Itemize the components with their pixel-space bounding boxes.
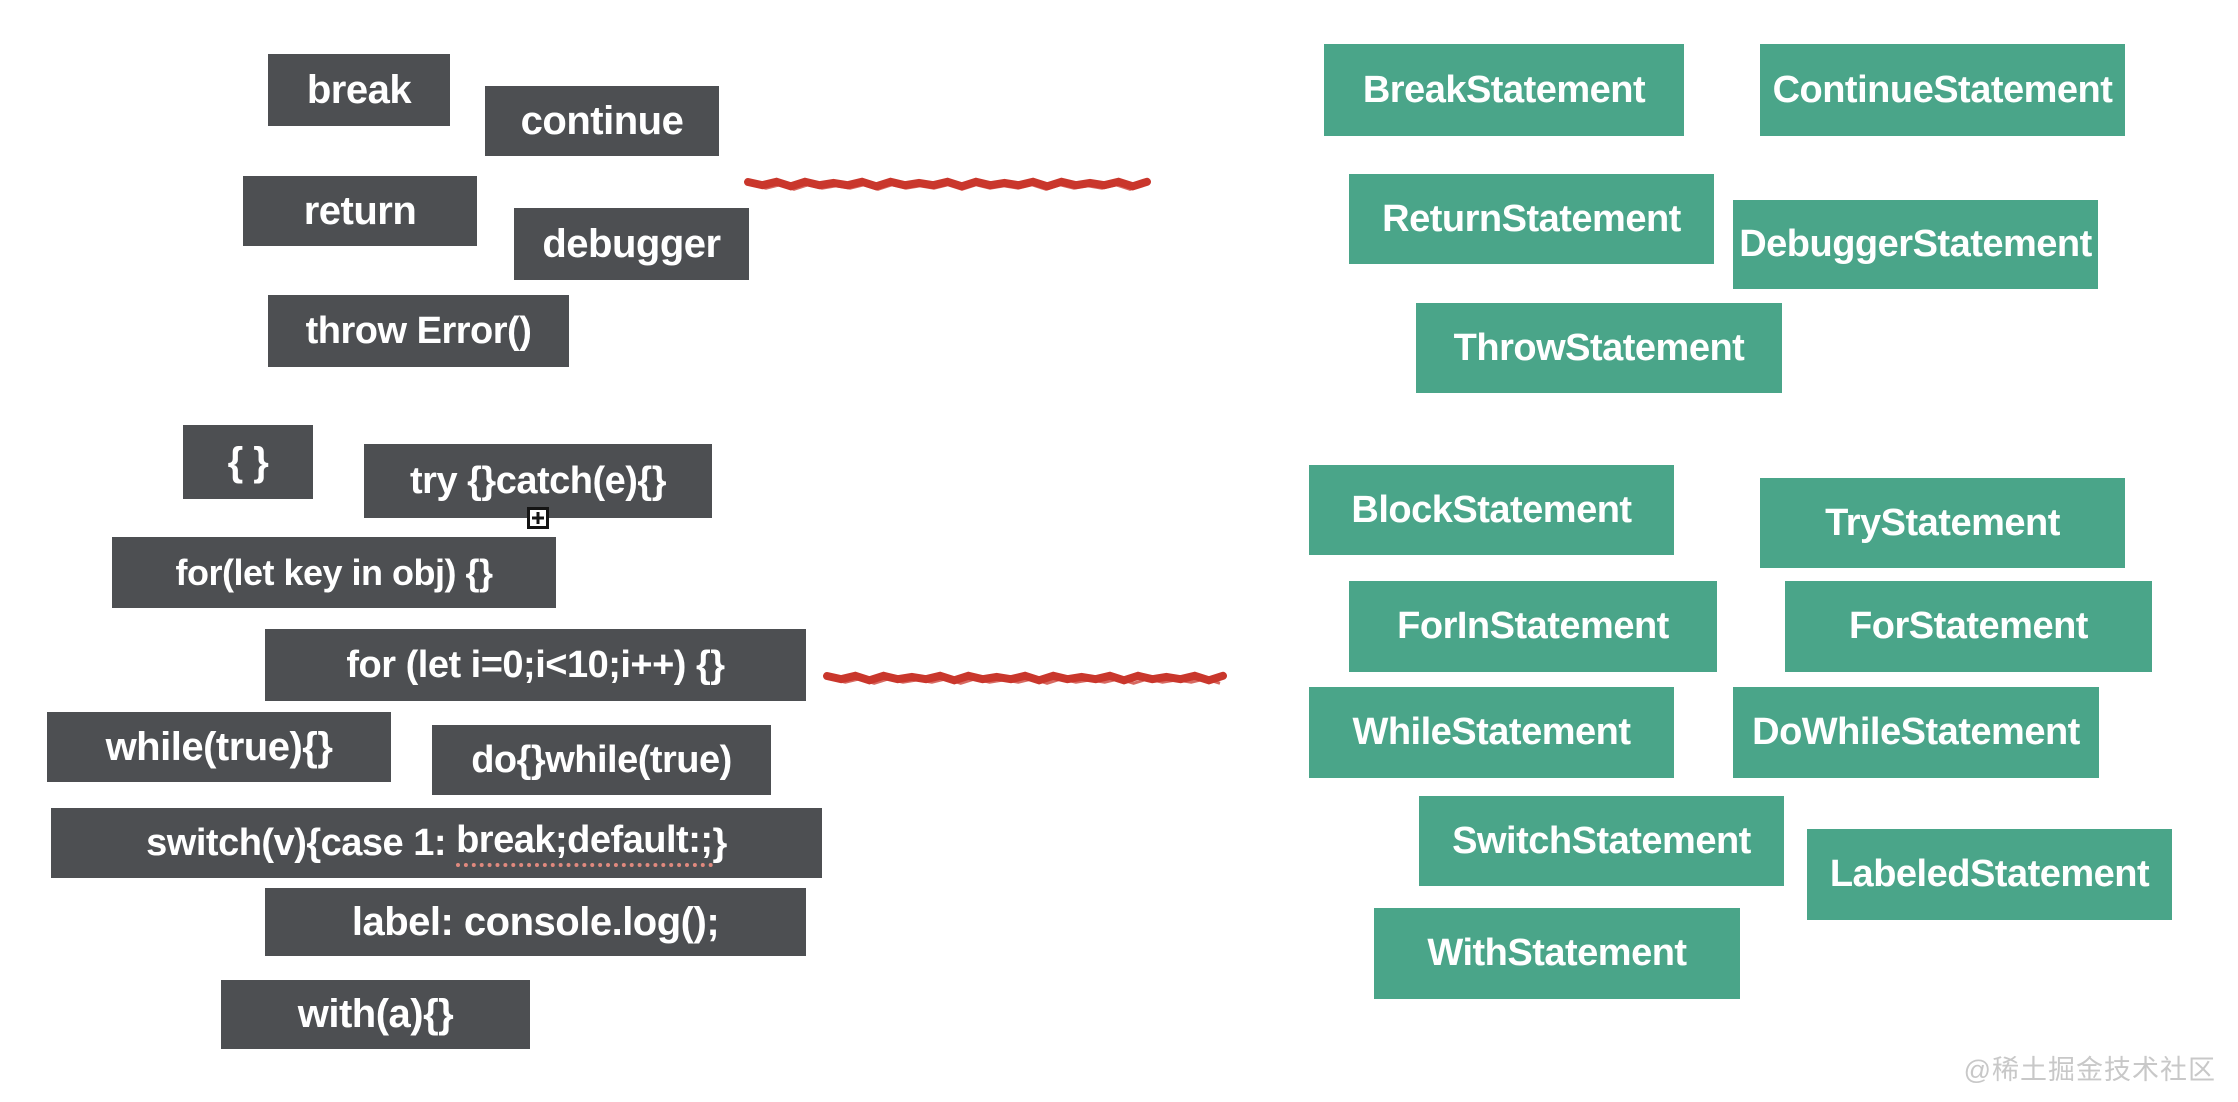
for-in-statement-box: ForInStatement <box>1349 581 1717 672</box>
with-statement-box: WithStatement <box>1374 908 1740 999</box>
do-while-code-box: do{}while(true) <box>432 725 771 795</box>
while-statement-box: WhileStatement <box>1309 687 1674 778</box>
continue-statement-box: ContinueStatement <box>1760 44 2125 136</box>
continue-code-box: continue <box>485 86 719 156</box>
with-code-box: with(a){} <box>221 980 530 1049</box>
red-marker-line-1 <box>744 177 1151 191</box>
switch-code-box: switch(v){case 1: break;default:;} <box>51 808 822 878</box>
throw-code-box: throw Error() <box>268 295 569 367</box>
for-in-code-box: for(let key in obj) {} <box>112 537 556 608</box>
break-statement-box: BreakStatement <box>1324 44 1684 136</box>
watermark: @稀土掘金技术社区 <box>1963 1055 2216 1085</box>
break-code-box: break <box>268 54 450 126</box>
for-statement-box: ForStatement <box>1785 581 2152 672</box>
debugger-code-box: debugger <box>514 208 749 280</box>
labeled-statement-box: LabeledStatement <box>1807 829 2172 920</box>
try-statement-box: TryStatement <box>1760 478 2125 568</box>
debugger-statement-box: DebuggerStatement <box>1733 200 2098 289</box>
code-text-prefix: switch(v){case 1: <box>146 821 457 864</box>
block-statement-box: BlockStatement <box>1309 465 1674 555</box>
for-code-box: for (let i=0;i<10;i++) {} <box>265 629 806 701</box>
code-text-suffix: } <box>712 821 728 864</box>
red-marker-line-2 <box>823 671 1227 685</box>
throw-statement-box: ThrowStatement <box>1416 303 1782 393</box>
return-statement-box: ReturnStatement <box>1349 174 1714 264</box>
labeled-code-box: label: console.log(); <box>265 888 806 956</box>
red-marker-line-texture-2 <box>830 677 1221 685</box>
switch-statement-box: SwitchStatement <box>1419 796 1784 886</box>
code-text-underlined: break;default:; <box>456 819 713 867</box>
while-code-box: while(true){} <box>47 712 391 782</box>
crosshair-cursor-icon <box>527 507 549 529</box>
try-catch-code-box: try {}catch(e){} <box>364 444 712 518</box>
do-while-statement-box: DoWhileStatement <box>1733 687 2099 778</box>
red-marker-line-texture-1 <box>751 183 1145 191</box>
return-code-box: return <box>243 176 477 246</box>
block-code-box: { } <box>183 425 313 499</box>
